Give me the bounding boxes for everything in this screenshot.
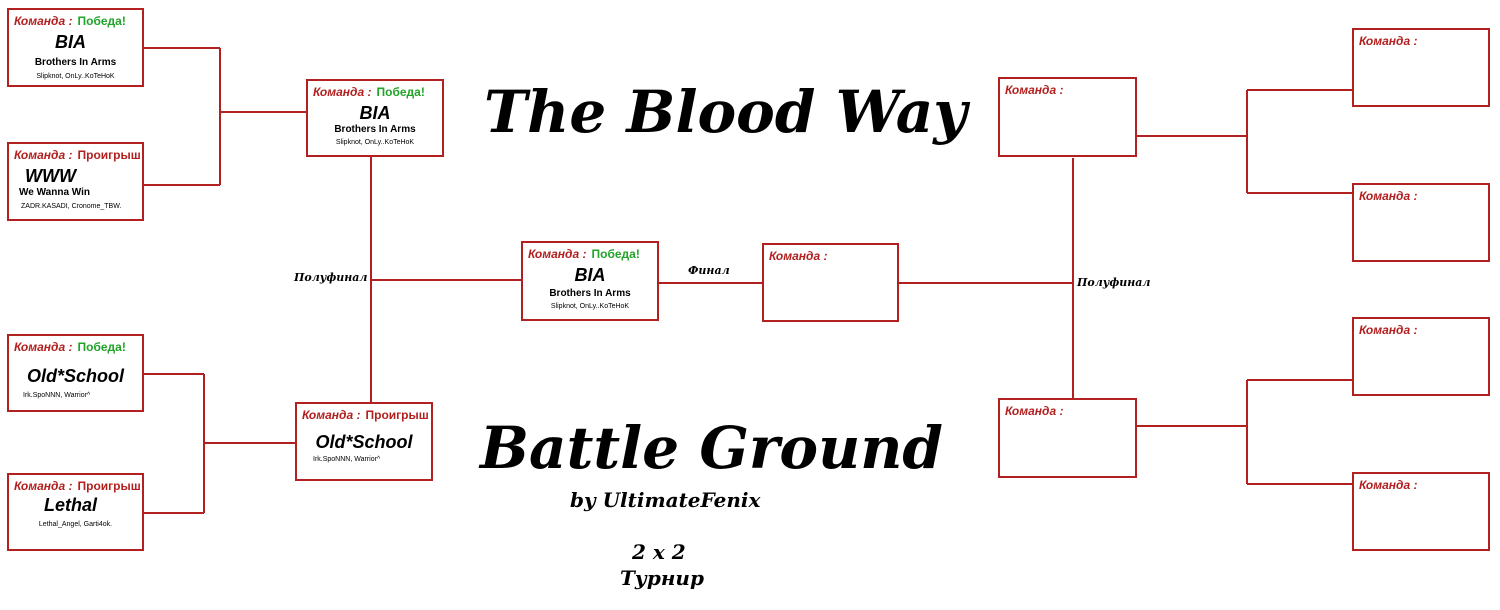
team-label: Команда :Победа! xyxy=(14,14,126,28)
connector-left-top xyxy=(143,47,306,186)
team-label: Команда :Победа! xyxy=(313,85,425,99)
match-box-right-r2-a[interactable]: Команда : xyxy=(998,77,1137,157)
match-box-right-final[interactable]: Команда : xyxy=(762,243,899,322)
stage-label-semifinal-right: Полуфинал xyxy=(1077,276,1151,289)
team-label: Команда :Проигрыш xyxy=(14,479,141,493)
result-badge: Проигрыш xyxy=(365,408,429,422)
team-label: Команда :Победа! xyxy=(14,340,126,354)
match-box-right-r1-b[interactable]: Команда : xyxy=(1352,183,1490,262)
team-players: ZADR.KASADI, Cronome_TBW. xyxy=(21,203,122,210)
team-name: WWW xyxy=(25,166,76,186)
match-box-left-r1-a[interactable]: Команда :Победа! BIA Brothers In Arms Sl… xyxy=(7,8,144,87)
match-box-right-r1-a[interactable]: Команда : xyxy=(1352,28,1490,107)
result-badge: Победа! xyxy=(77,340,126,354)
team-players: Slipknot, OnLy..KoTeHoK xyxy=(550,303,630,310)
match-box-right-r1-c[interactable]: Команда : xyxy=(1352,317,1490,396)
team-players: Slipknot, OnLy..KoTeHoK xyxy=(335,139,415,146)
connector-right-semifinal xyxy=(898,158,1074,398)
match-box-left-r1-c[interactable]: Команда :Победа! Old*School Irk.SpoNNN, … xyxy=(7,334,144,412)
page-subtitle: Battle Ground xyxy=(480,414,943,482)
team-label: Команда :Проигрыш xyxy=(14,148,141,162)
team-name: BIA xyxy=(55,32,86,52)
team-full-name: Brothers In Arms xyxy=(34,57,117,68)
stage-label-final: Финал xyxy=(688,264,730,277)
team-label: Команда : xyxy=(1359,34,1418,48)
result-badge: Победа! xyxy=(376,85,425,99)
connector-right-bottom xyxy=(1136,379,1352,485)
team-label: Команда : xyxy=(1005,83,1064,97)
match-box-right-r1-d[interactable]: Команда : xyxy=(1352,472,1490,551)
team-name: BIA xyxy=(359,103,391,123)
team-players: Irk.SpoNNN, Warrior^ xyxy=(23,392,91,399)
team-name: Old*School xyxy=(315,432,413,452)
author-credit: by UltimateFenix xyxy=(570,488,761,512)
tournament-label: Турнир xyxy=(620,566,704,590)
team-players: Slipknot, OnLy..KoTeHoK xyxy=(36,73,115,80)
team-players: Irk.SpoNNN, Warrior^ xyxy=(313,456,381,463)
match-box-left-r2-b[interactable]: Команда :Проигрыш Old*School Irk.SpoNNN,… xyxy=(295,402,433,481)
connector-left-bottom xyxy=(143,373,295,514)
team-name: Lethal xyxy=(43,495,97,515)
team-label: Команда : xyxy=(769,249,828,263)
team-label: Команда : xyxy=(1005,404,1064,418)
team-label: Команда : xyxy=(1359,189,1418,203)
match-box-right-r2-b[interactable]: Команда : xyxy=(998,398,1137,478)
team-full-name: Brothers In Arms xyxy=(549,288,631,299)
result-badge: Победа! xyxy=(591,247,640,261)
stage-label-semifinal-left: Полуфинал xyxy=(294,271,368,284)
match-box-left-r1-d[interactable]: Команда :Проигрыш Lethal Lethal_Angel, G… xyxy=(7,473,144,551)
team-name: Old*School xyxy=(26,366,124,386)
page-title: The Blood Way xyxy=(484,78,967,146)
team-full-name: Brothers In Arms xyxy=(334,124,416,135)
team-name: BIA xyxy=(574,265,606,285)
match-box-left-final[interactable]: Команда :Победа! BIA Brothers In Arms Sl… xyxy=(521,241,659,321)
result-badge: Победа! xyxy=(77,14,126,28)
match-box-left-r2-a[interactable]: Команда :Победа! BIA Brothers In Arms Sl… xyxy=(306,79,444,157)
match-box-left-r1-b[interactable]: Команда :Проигрыш WWW We Wanna Win ZADR.… xyxy=(7,142,144,221)
connector-right-top xyxy=(1136,89,1352,194)
result-badge: Проигрыш xyxy=(77,148,141,162)
format-label: 2 x 2 xyxy=(632,540,686,564)
team-label: Команда : xyxy=(1359,478,1418,492)
team-label: Команда :Победа! xyxy=(528,247,640,261)
result-badge: Проигрыш xyxy=(77,479,141,493)
connector-left-semifinal xyxy=(370,156,521,403)
team-label: Команда : xyxy=(1359,323,1418,337)
team-players: Lethal_Angel, Garti4ok. xyxy=(38,521,113,528)
team-full-name: We Wanna Win xyxy=(19,187,91,198)
team-label: Команда :Проигрыш xyxy=(302,408,429,422)
